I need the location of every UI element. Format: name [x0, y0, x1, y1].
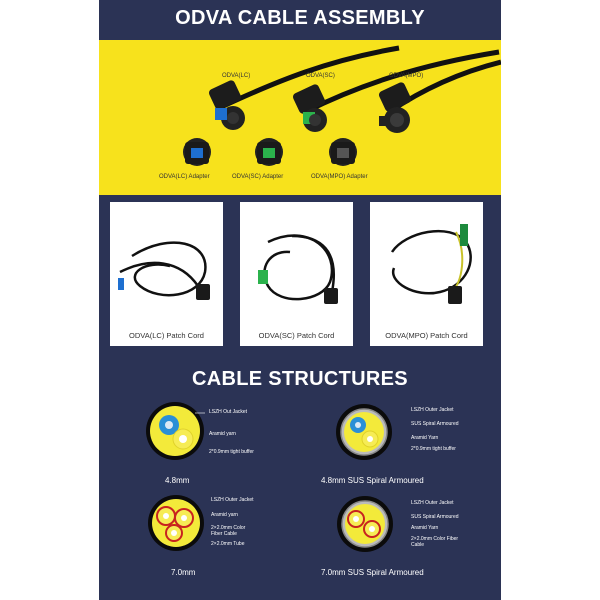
sc-connector-label: ODVA(SC) [306, 73, 335, 79]
patch-card-sc: ODVA(SC) Patch Cord [240, 202, 353, 346]
s3-size: 7.0mm [171, 568, 196, 577]
s1-label-buffer: 2*0.9mm tight buffer [209, 449, 254, 455]
mpo-patch-cord-label: ODVA(MPO) Patch Cord [385, 331, 468, 340]
lc-adapter-icon [183, 138, 211, 166]
lc-patch-cord-icon [118, 241, 210, 300]
s4-size: 7.0mm SUS Spiral Armoured [321, 568, 424, 577]
sc-adapter-icon [255, 138, 283, 166]
s1-label-aramid: Aramid yarn [209, 431, 236, 437]
mpo-connector-label: ODVA(MPO) [389, 73, 424, 79]
assembly-title: ODVA CABLE ASSEMBLY [175, 7, 425, 29]
s2-label-jacket: LSZH Outer Jacket [411, 407, 454, 413]
s4-label-jacket: LSZH Outer Jacket [411, 500, 454, 506]
s2-size: 4.8mm SUS Spiral Armoured [321, 476, 424, 485]
lc-connector-label: ODVA(LC) [222, 73, 251, 79]
s2-label-sus: SUS Spiral Armoured [411, 421, 459, 427]
mpo-adapter-icon [329, 138, 357, 166]
connector-photos [183, 45, 501, 166]
sc-patch-cord-icon [258, 234, 338, 304]
odva-sc-connector-icon [292, 84, 327, 132]
odva-mpo-connector-icon [378, 82, 412, 133]
cable-7-0mm-sus-diagram [337, 496, 393, 552]
s3-label-tube: 2×2.0mm Tube [211, 541, 245, 547]
product-panel: ODVA CABLE ASSEMBLY [99, 0, 501, 600]
assembly-band: ODVA(LC) ODVA(SC) ODVA(MPO) ODVA(LC) Ada… [99, 40, 501, 195]
mpo-patch-cord-icon [390, 224, 472, 304]
s4-label-fiber: 2×2.0mm Color Fiber Cable [411, 536, 459, 548]
lc-patch-cord-label: ODVA(LC) Patch Cord [129, 331, 204, 340]
s3-label-fiber: 2×2.0mm Color Fiber Cable [211, 525, 246, 537]
s2-label-buffer: 2*0.9mm tight buffer [411, 446, 456, 452]
patch-card-mpo: ODVA(MPO) Patch Cord [370, 202, 483, 346]
s4-label-aramid: Aramid Yarn [411, 525, 439, 531]
mpo-adapter-label: ODVA(MPO) Adapter [311, 174, 368, 180]
structures-title: CABLE STRUCTURES [192, 368, 408, 390]
patch-card-lc: ODVA(LC) Patch Cord [110, 202, 223, 346]
cable-4-8mm-sus-diagram [336, 404, 392, 460]
cable-4-8mm-diagram [146, 402, 205, 460]
sc-patch-cord-label: ODVA(SC) Patch Cord [258, 331, 335, 340]
s4-label-sus: SUS Spiral Armoured [411, 514, 459, 520]
odva-lc-connector-icon [208, 80, 245, 130]
cable-7-0mm-diagram [148, 495, 204, 551]
s2-label-aramid: Aramid Yarn [411, 435, 439, 441]
sc-adapter-label: ODVA(SC) Adapter [232, 174, 284, 180]
s3-label-jacket: LSZH Outer Jacket [211, 497, 254, 503]
lc-adapter-label: ODVA(LC) Adapter [159, 174, 210, 180]
s1-size: 4.8mm [165, 476, 190, 485]
s3-label-aramid: Aramid yarn [211, 512, 238, 518]
s1-label-jacket: LSZH Out Jacket [209, 409, 248, 415]
